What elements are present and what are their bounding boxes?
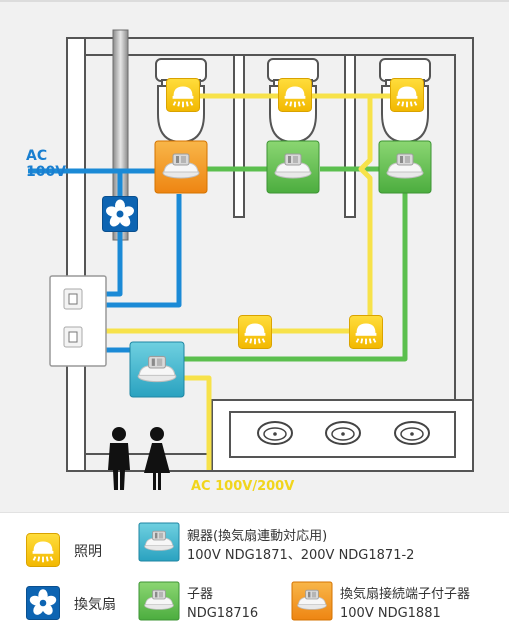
- ac-input-voltage: 100V: [26, 164, 66, 180]
- sink-icon: [394, 421, 430, 445]
- child-sensor-icon: [138, 581, 180, 621]
- male-icon: [108, 427, 130, 490]
- parent-sensor-icon: [138, 522, 180, 562]
- legend-parent-models: 100V NDG1871、200V NDG1871-2: [187, 548, 414, 563]
- legend-terminal-model: 100V NDG1881: [340, 606, 441, 621]
- light-icon: [349, 315, 383, 349]
- legend-terminal-title: 換気扇接続端子付子器: [340, 586, 470, 602]
- legend-light-label: 照明: [74, 544, 102, 560]
- sink-icon: [325, 421, 361, 445]
- legend-child-model: NDG18716: [187, 606, 258, 621]
- legend: 照明 親器(換気扇連動対応用) 100V NDG1871、200V NDG187…: [0, 512, 509, 630]
- light-icon: [26, 533, 60, 567]
- light-icon: [278, 78, 312, 112]
- fan-icon: [26, 586, 60, 620]
- switch-icon: [49, 275, 107, 367]
- legend-fan-label: 換気扇: [74, 597, 116, 613]
- terminal-sensor-icon: [291, 581, 333, 621]
- fan-icon: [102, 196, 138, 232]
- light-icon: [390, 78, 424, 112]
- ac-input-label: AC: [26, 148, 47, 164]
- ac-output-label: AC 100V/200V: [191, 479, 294, 494]
- child-sensor-icon: [266, 140, 320, 194]
- light-icon: [166, 78, 200, 112]
- legend-child-title: 子器: [187, 587, 213, 602]
- sink-icon: [257, 421, 293, 445]
- light-icon: [238, 315, 272, 349]
- child-sensor-icon: [378, 140, 432, 194]
- female-icon: [144, 427, 170, 490]
- terminal-sensor-icon: [154, 140, 208, 194]
- legend-parent-title: 親器(換気扇連動対応用): [187, 528, 327, 544]
- parent-sensor-icon: [129, 341, 185, 398]
- wires: [28, 93, 408, 470]
